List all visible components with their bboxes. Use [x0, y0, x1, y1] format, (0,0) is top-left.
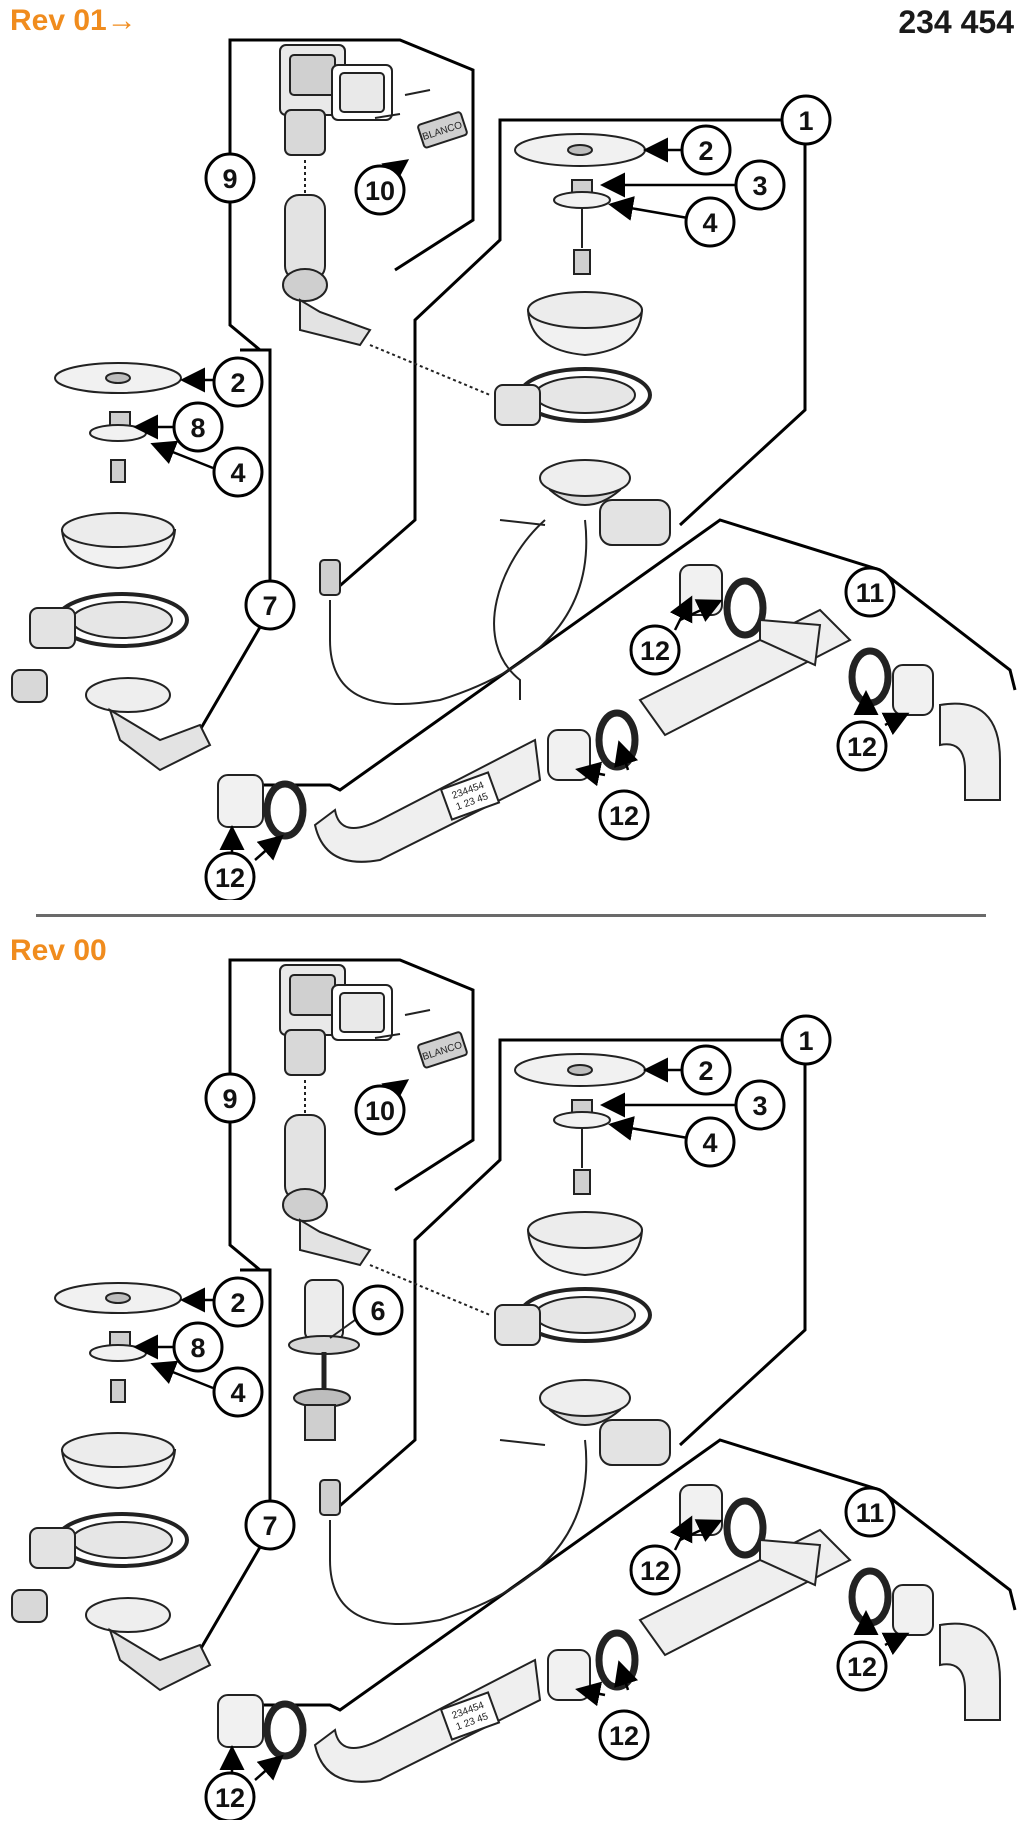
svg-text:4: 4 — [702, 208, 717, 238]
callout-12-b: 12 — [204, 1771, 256, 1823]
leader-arrows — [133, 1057, 910, 1781]
rev00-diagram: BLANCO — [0, 920, 1024, 1823]
overflow-cover-assembly: BLANCO — [279, 44, 491, 396]
svg-text:8: 8 — [190, 1333, 205, 1363]
svg-text:12: 12 — [847, 1652, 877, 1682]
leader-arrows — [133, 137, 910, 861]
svg-text:2: 2 — [698, 1056, 713, 1086]
part-number: 234 454 — [898, 4, 1014, 40]
svg-text:2: 2 — [698, 136, 713, 166]
svg-text:11: 11 — [856, 578, 885, 608]
pipe-assembly: 234454 1 23 45 — [217, 564, 1001, 863]
svg-text:12: 12 — [609, 801, 639, 831]
svg-text:12: 12 — [215, 1783, 245, 1813]
rev00-title: Rev 00 — [10, 934, 107, 967]
rev01-svg: BLANCO — [11, 38, 1017, 903]
rev00-svg: BLANCO — [11, 958, 1017, 1823]
svg-text:7: 7 — [262, 1511, 277, 1541]
callout-4: 4 — [684, 196, 736, 248]
callout-6: 6 — [352, 1284, 404, 1336]
overflow-cover-assembly: BLANCO — [279, 964, 491, 1316]
left-strainer-stack — [11, 362, 212, 772]
svg-text:3: 3 — [752, 1091, 767, 1121]
svg-text:12: 12 — [847, 732, 877, 762]
svg-text:3: 3 — [752, 171, 767, 201]
svg-text:2: 2 — [230, 368, 245, 398]
callout-12-c: 12 — [598, 789, 650, 841]
callout-3: 3 — [734, 159, 786, 211]
callout-4-left: 4 — [212, 446, 264, 498]
callout-2: 2 — [680, 1044, 732, 1096]
svg-text:2: 2 — [230, 1288, 245, 1318]
callout-10: 10 — [354, 1084, 406, 1136]
callout-9: 9 — [204, 152, 256, 204]
callouts: 1 2 3 4 2 8 4 6 7 9 10 11 12 12 12 12 — [172, 1014, 896, 1823]
callout-1: 1 — [780, 94, 832, 146]
svg-text:4: 4 — [702, 1128, 717, 1158]
right-strainer-stack — [319, 1053, 671, 1625]
svg-text:8: 8 — [190, 413, 205, 443]
popup-knob-assembly — [288, 1279, 360, 1441]
callout-12-a: 12 — [629, 624, 681, 676]
svg-text:4: 4 — [230, 458, 245, 488]
callouts: 1 2 3 4 2 8 4 7 9 10 11 12 12 12 12 — [172, 94, 896, 903]
svg-text:11: 11 — [856, 1498, 885, 1528]
callout-12-d: 12 — [836, 720, 888, 772]
callout-8: 8 — [172, 401, 224, 453]
callout-12-a: 12 — [629, 1544, 681, 1596]
callout-4: 4 — [684, 1116, 736, 1168]
callout-8: 8 — [172, 1321, 224, 1373]
callout-12-d: 12 — [836, 1640, 888, 1692]
svg-text:10: 10 — [365, 176, 395, 206]
callout-2: 2 — [680, 124, 732, 176]
callout-2-left: 2 — [212, 1276, 264, 1328]
rev01-diagram: BLANCO — [0, 0, 1024, 903]
svg-text:6: 6 — [370, 1296, 385, 1326]
right-strainer-stack — [319, 133, 671, 705]
callout-12-b: 12 — [204, 851, 256, 903]
callout-4-left: 4 — [212, 1366, 264, 1418]
group-outlines — [198, 38, 1017, 792]
callout-9: 9 — [204, 1072, 256, 1124]
rev01-title: Rev 01→ — [10, 4, 137, 37]
section-divider — [36, 914, 986, 917]
svg-text:9: 9 — [222, 164, 237, 194]
svg-text:9: 9 — [222, 1084, 237, 1114]
callout-1: 1 — [780, 1014, 832, 1066]
svg-text:1: 1 — [798, 106, 813, 136]
callout-12-c: 12 — [598, 1709, 650, 1761]
callout-7: 7 — [244, 579, 296, 631]
left-strainer-stack — [11, 1282, 212, 1692]
svg-text:1: 1 — [798, 1026, 813, 1056]
svg-text:12: 12 — [609, 1721, 639, 1751]
svg-text:12: 12 — [640, 1556, 670, 1586]
callout-11: 11 — [844, 1486, 896, 1538]
callout-3: 3 — [734, 1079, 786, 1131]
callout-11: 11 — [844, 566, 896, 618]
svg-text:12: 12 — [640, 636, 670, 666]
svg-text:4: 4 — [230, 1378, 245, 1408]
svg-text:7: 7 — [262, 591, 277, 621]
svg-text:10: 10 — [365, 1096, 395, 1126]
callout-10: 10 — [354, 164, 406, 216]
callout-2-left: 2 — [212, 356, 264, 408]
svg-text:12: 12 — [215, 863, 245, 893]
callout-7: 7 — [244, 1499, 296, 1551]
